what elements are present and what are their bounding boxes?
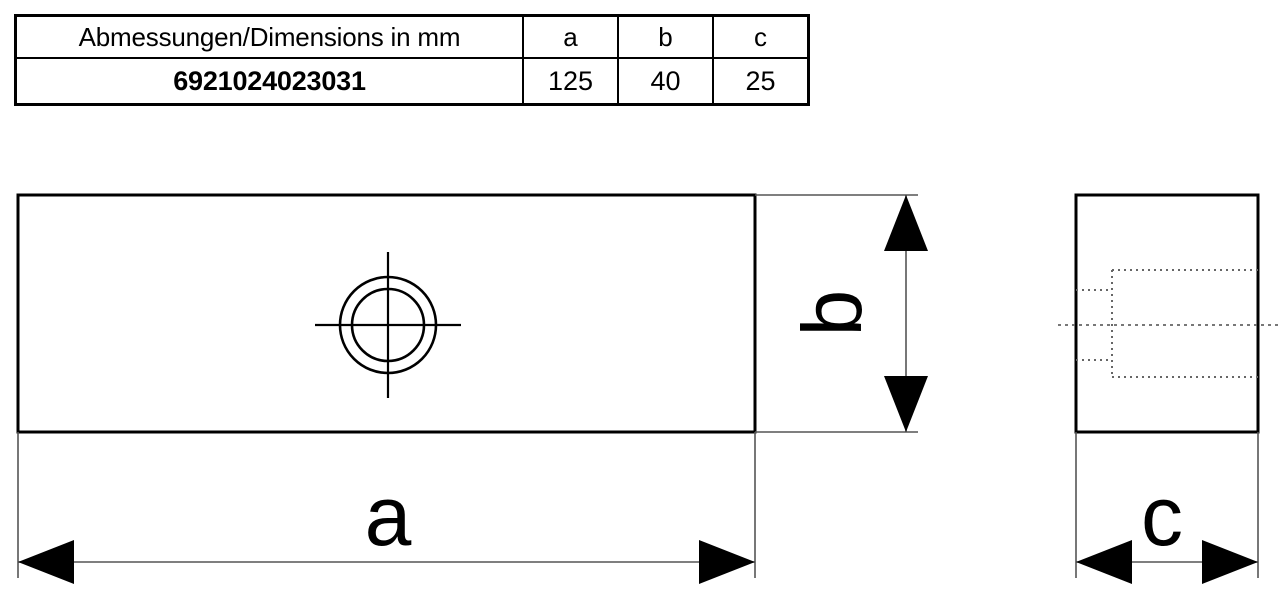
value-cell-b: 40 xyxy=(617,57,714,106)
table-row: 6921024023031 125 40 25 xyxy=(14,57,810,106)
table-header-col-b: b xyxy=(617,14,714,59)
front-view xyxy=(16,193,757,434)
side-view-plate-outline xyxy=(1074,193,1260,434)
dimension-a-arrow-left xyxy=(18,540,74,584)
dimension-b-label: b xyxy=(785,290,879,337)
dimension-c-label: c xyxy=(1141,469,1183,563)
dimensions-table: Abmessungen/Dimensions in mm a b c 69210… xyxy=(14,14,810,106)
table-header-col-a: a xyxy=(522,14,619,59)
front-view-plate-outline xyxy=(16,193,757,434)
value-cell-c: 25 xyxy=(712,57,810,106)
article-number-cell: 6921024023031 xyxy=(14,57,524,106)
dimension-a-label: a xyxy=(365,469,412,563)
dimension-c: c xyxy=(1075,432,1259,584)
table-header-row: Abmessungen/Dimensions in mm a b c xyxy=(14,14,810,59)
dimensions-table-container: Abmessungen/Dimensions in mm a b c 69210… xyxy=(14,14,810,106)
table-header-col-c: c xyxy=(712,14,810,59)
value-cell-a: 125 xyxy=(522,57,619,106)
dimension-b-arrow-bottom xyxy=(884,376,928,432)
dimension-c-arrow-right xyxy=(1202,540,1258,584)
table-header-dimensions-label: Abmessungen/Dimensions in mm xyxy=(14,14,524,59)
dimension-b: b xyxy=(755,194,928,433)
dimension-a: a xyxy=(17,432,756,584)
dimension-c-arrow-left xyxy=(1076,540,1132,584)
side-view xyxy=(1058,193,1280,434)
dimension-a-arrow-right xyxy=(699,540,755,584)
dimension-b-arrow-top xyxy=(884,195,928,251)
